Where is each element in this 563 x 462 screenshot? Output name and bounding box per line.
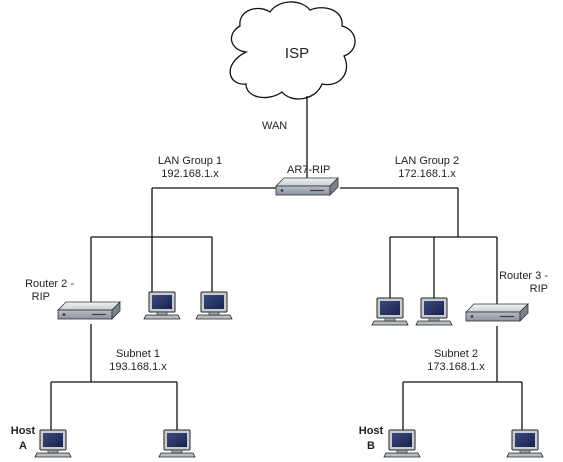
router-3-label-line2: RIP [529, 283, 548, 295]
lan-group-2-name: LAN Group 2 [394, 155, 460, 167]
subnet-1-name: Subnet 1 [115, 348, 161, 360]
lan-group-2-network: 172.168.1.x [398, 168, 456, 180]
connection-lines [50, 96, 523, 432]
subnet2-pc-icon [506, 429, 544, 458]
lan1-pc-icon [143, 291, 181, 320]
isp-label: ISP [284, 45, 310, 62]
lan-group-1-name: LAN Group 1 [157, 155, 223, 167]
lan2-pc-icon [415, 297, 453, 326]
isp-cloud [229, 1, 356, 100]
router-2-label-line1: Router 2 - [25, 278, 74, 290]
host-b-pc-icon [383, 429, 421, 458]
host-b-label-line2: B [367, 440, 375, 452]
core-router-label: AR7-RIP [287, 164, 331, 176]
lan2-pc-icon [371, 297, 409, 326]
subnet-2-name: Subnet 2 [433, 348, 479, 360]
host-a-label-line1: Host [10, 425, 36, 437]
lan1-pc-icon [195, 291, 233, 320]
host-a-label-line2: A [19, 440, 27, 452]
host-b-label-line1: Host [358, 425, 384, 437]
subnet1-pc-icon [158, 429, 196, 458]
wan-label: WAN [262, 120, 288, 132]
lan-group-1-network: 192.168.1.x [161, 168, 219, 180]
router-3-icon [465, 303, 529, 322]
router-2-icon [57, 301, 121, 320]
router-3-label-line1: Router 3 - [499, 270, 548, 282]
ar7-rip-router-icon [275, 177, 339, 196]
host-a-pc-icon [34, 429, 72, 458]
subnet-2-network: 173.168.1.x [427, 361, 485, 373]
subnet-1-network: 193.168.1.x [109, 361, 167, 373]
router-2-label-line2: RIP [31, 291, 50, 303]
